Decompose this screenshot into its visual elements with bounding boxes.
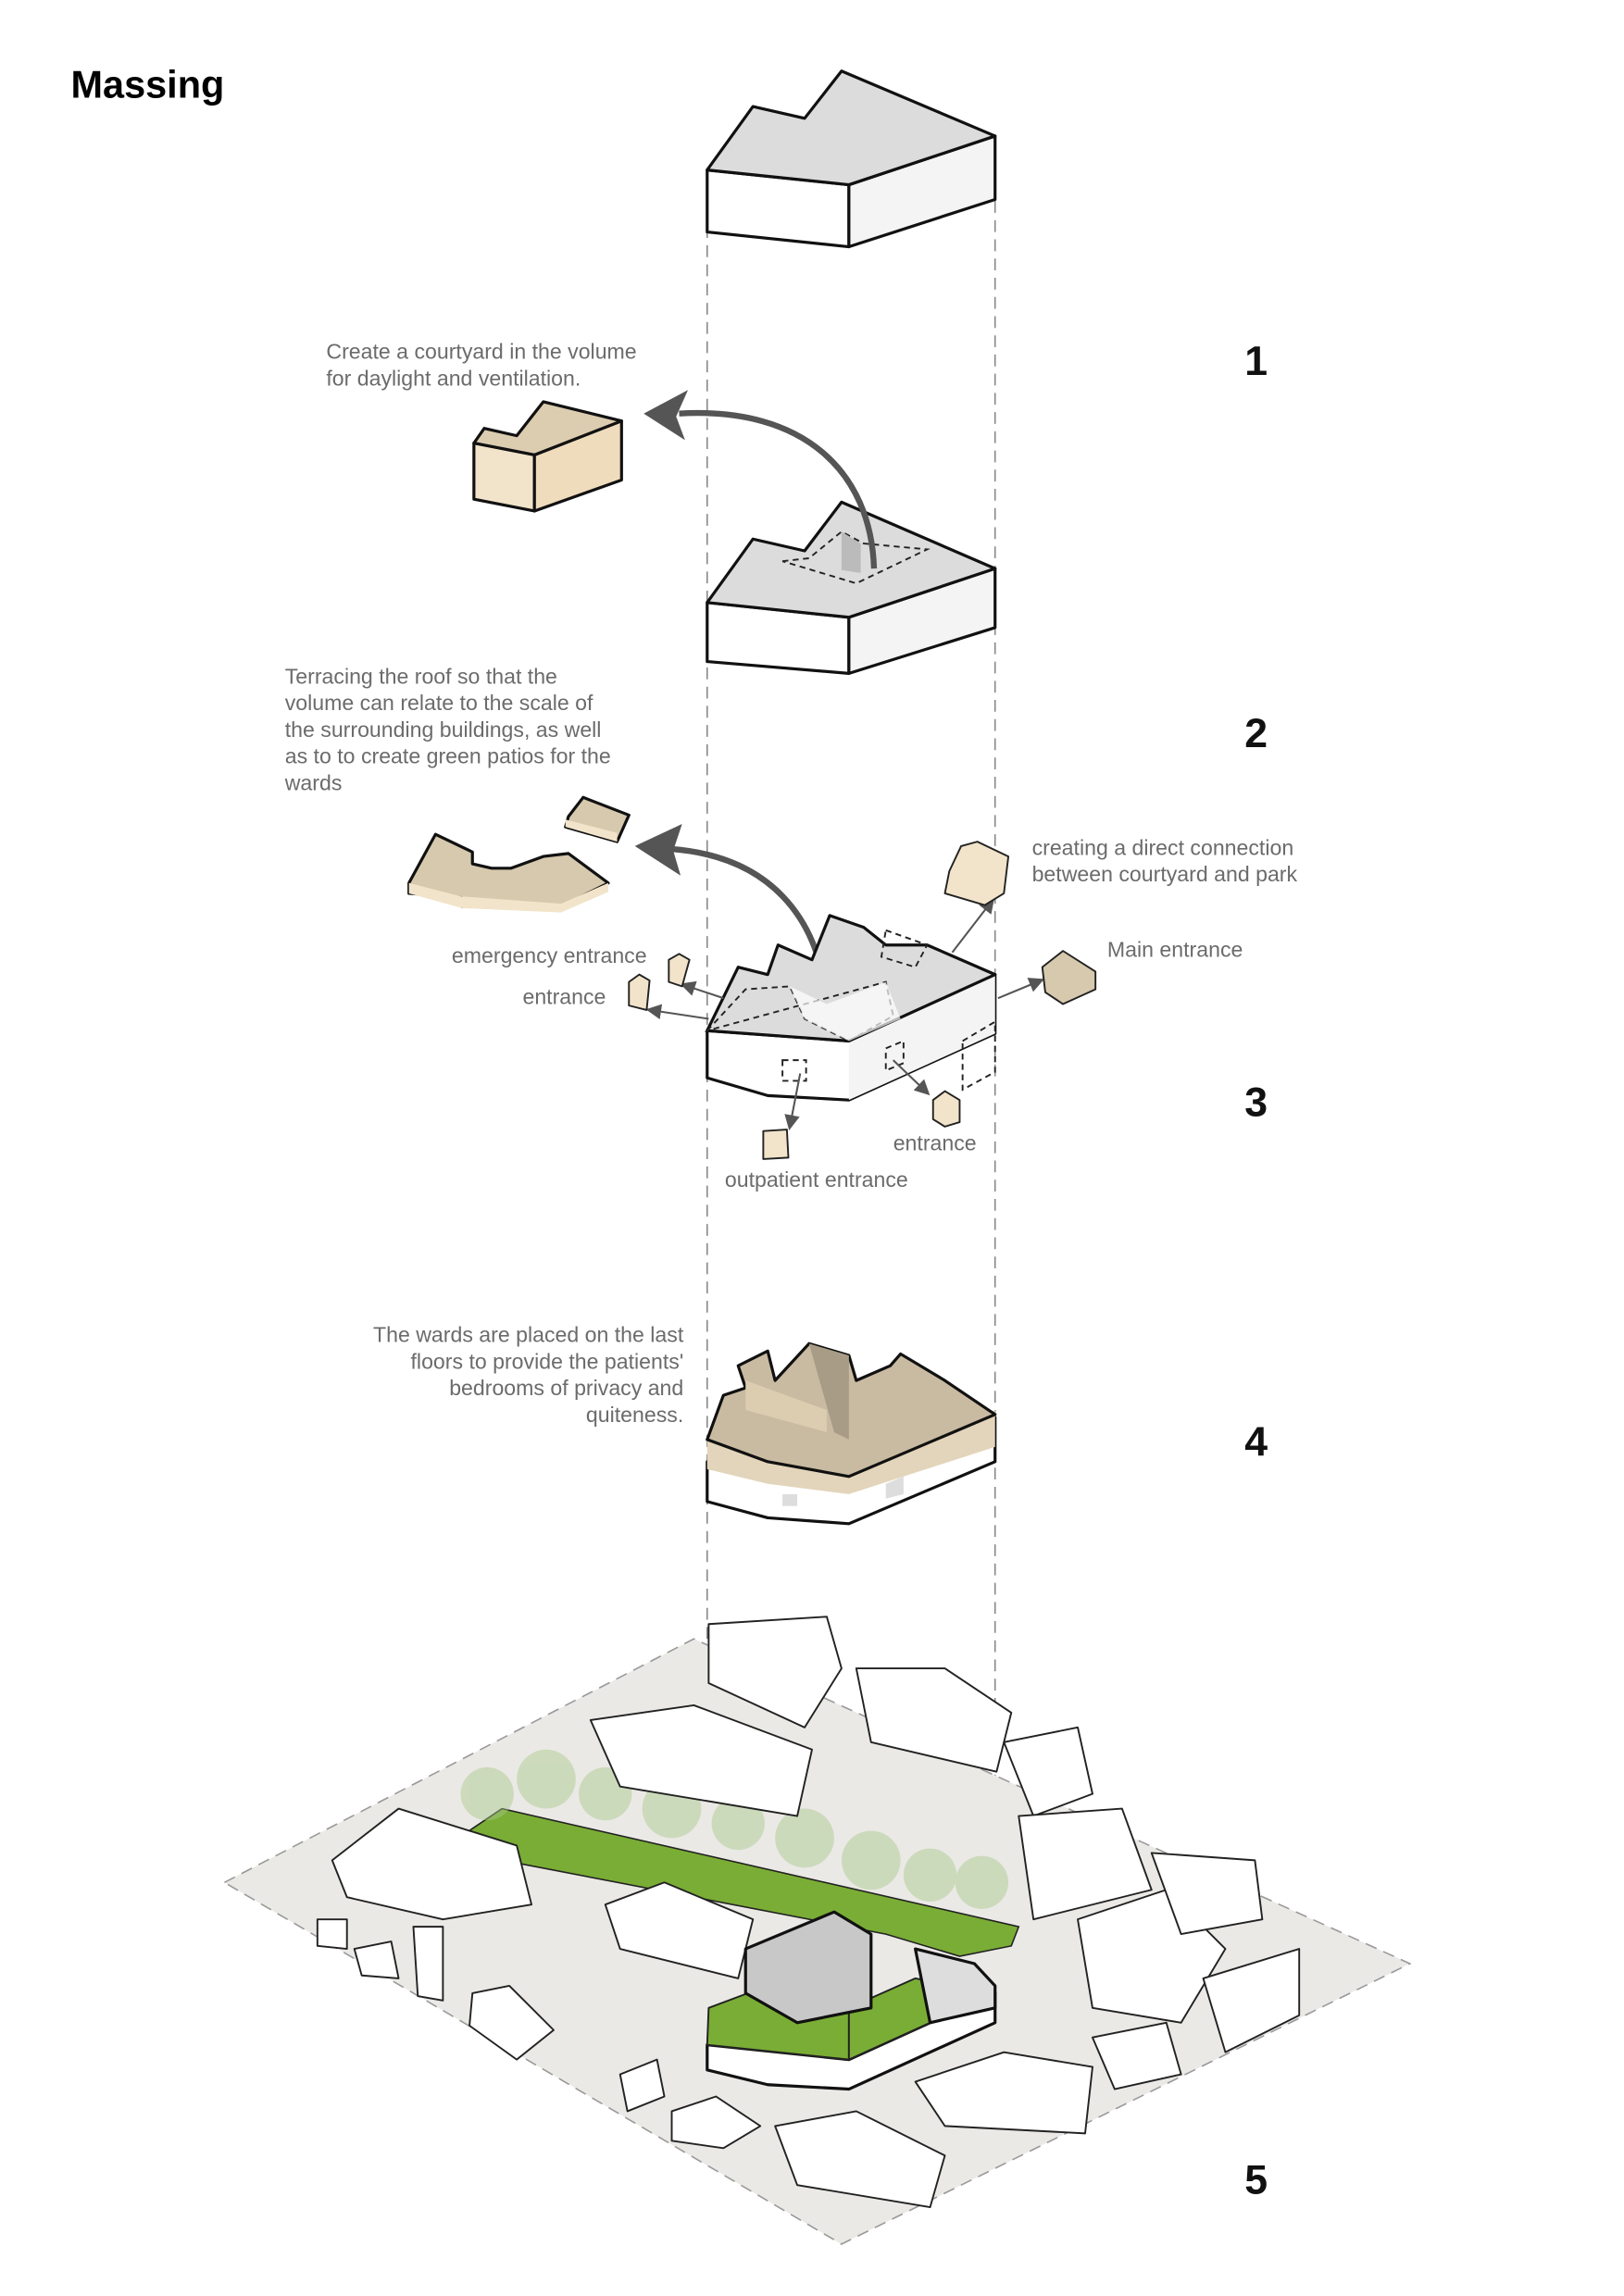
step-number-2: 2 [1244,711,1268,756]
wards-volume [706,1341,997,1526]
step4-note-line: quiteness. [586,1403,683,1427]
step4-note-line: The wards are placed on the last [373,1323,684,1347]
entrance-right-label: entrance [893,1130,977,1154]
initial-volume [706,69,997,249]
courtyard-volume [706,500,997,675]
step2-note-line: as to to create green patios for the [285,744,611,768]
step1-note-line1: Create a courtyard in the volume [326,340,636,364]
arrow-head-icon [643,390,689,441]
step-number-1: 1 [1244,339,1268,384]
page-title: Massing [71,62,225,106]
terrace-extract-pieces [407,795,631,913]
step2-note-line: Terracing the roof so that the [285,665,557,689]
entrance-left-label: entrance [522,985,606,1009]
main-entrance-label: Main entrance [1107,938,1243,962]
site-context [222,1616,1412,2245]
hospital-building [706,1910,997,2091]
step-number-5: 5 [1244,2158,1268,2203]
surrounding-buildings [316,1616,1301,2209]
step2-note: Terracing the roof so that the volume ca… [284,665,611,795]
step-number-3: 3 [1244,1080,1268,1126]
step4-note-line: floors to provide the patients' [411,1349,684,1373]
step2-note-line: volume can relate to the scale of [285,691,593,715]
courtyard-extract-block [472,400,623,513]
trees [460,1749,1009,1909]
park [445,1807,1020,1957]
step2-note-line: the surrounding buildings, as well [285,718,602,742]
emergency-entrance-label: emergency entrance [452,943,647,967]
step-number-4: 4 [1244,1419,1268,1465]
entrance-markers [628,841,1097,1160]
step4-note-line: bedrooms of privacy and [449,1376,683,1400]
extract-arrow [679,409,878,569]
connection-label-line2: between courtyard and park [1032,862,1298,886]
entrances-volume [704,914,997,1102]
outpatient-entrance-label: outpatient entrance [725,1167,908,1192]
arrow-head-icon [634,823,682,876]
step2-note-line: wards [284,770,343,794]
step1-note-line2: for daylight and ventilation. [326,366,581,390]
connection-label-line1: creating a direct connection [1032,835,1294,859]
step4-note: The wards are placed on the last floors … [373,1323,684,1427]
